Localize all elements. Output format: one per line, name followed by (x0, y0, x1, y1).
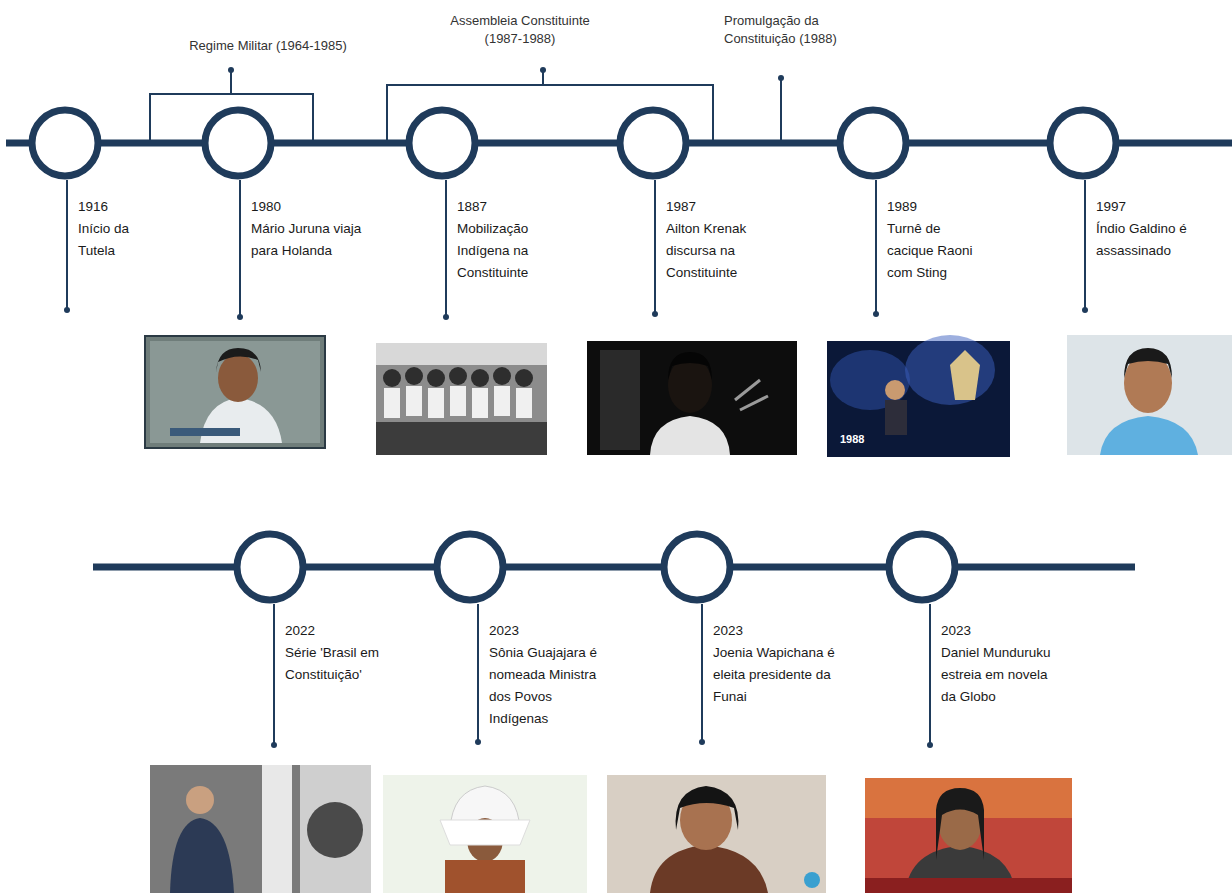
event-year: 2023 (489, 620, 605, 642)
timeline-circle: 1887Mobilização Indígena na Constituinte (405, 106, 479, 180)
event-text: 1997Índio Galdino é assassinado (1096, 196, 1190, 262)
event-description: Série 'Brasil em Constituição' (285, 642, 395, 686)
timeline-circle: 1989Turnê de cacique Raoni com Sting (836, 106, 910, 180)
event-text: 2023Daniel Munduruku estreia em novela d… (941, 620, 1059, 708)
event-text: 1980Mário Juruna viaja para Holanda (251, 196, 379, 262)
circle-outline (660, 530, 734, 604)
event-year: 1987 (666, 196, 758, 218)
event-text: 1987Ailton Krenak discursa na Constituin… (666, 196, 758, 284)
event-description: Daniel Munduruku estreia em novela da Gl… (941, 642, 1059, 708)
circle-outline (885, 530, 959, 604)
event-text: 2023Sônia Guajajara é nomeada Ministra d… (489, 620, 605, 730)
photo (383, 775, 587, 893)
timeline-segment (506, 564, 661, 571)
photo (607, 775, 826, 893)
circle-outline (433, 530, 507, 604)
circle-outline (405, 106, 479, 180)
timeline-segment (689, 140, 837, 147)
bracket-stem (780, 79, 782, 143)
timeline-circle: 1980Mário Juruna viaja para Holanda (201, 106, 275, 180)
event-year: 1887 (457, 196, 543, 218)
timeline-end (1118, 140, 1232, 147)
photo (587, 341, 797, 455)
event-text: 1887Mobilização Indígena na Constituinte (457, 196, 543, 284)
photo (827, 335, 1010, 457)
event-year: 2022 (285, 620, 395, 642)
timeline-circle: 2023Daniel Munduruku estreia em novela d… (885, 530, 959, 604)
stem-dot (778, 75, 784, 81)
event-description: Índio Galdino é assassinado (1096, 218, 1190, 262)
event-year: 2023 (941, 620, 1059, 642)
stem-dot (228, 67, 234, 73)
bracket-stem (230, 71, 232, 94)
bracket-stem (542, 71, 544, 85)
photo (1067, 335, 1232, 455)
timeline-end (93, 564, 235, 571)
event-text: 1916Início da Tutela (78, 196, 150, 262)
event-description: Sônia Guajajara é nomeada Ministra dos P… (489, 642, 605, 730)
photo (145, 336, 325, 448)
timeline-segment (909, 140, 1047, 147)
photo-caption: 1988 (840, 430, 890, 448)
timeline-segment (733, 564, 886, 571)
event-year: 1916 (78, 196, 150, 218)
circle-outline (28, 106, 102, 180)
circle-outline (201, 106, 275, 180)
photo (865, 778, 1072, 893)
circle-outline (1046, 106, 1120, 180)
event-label: Promulgação da Constituição (1988) (724, 12, 856, 48)
timeline-end (6, 140, 30, 147)
timeline-circle: 2023Joenia Wapichana é eleita presidente… (660, 530, 734, 604)
timeline-circle: 2023Sônia Guajajara é nomeada Ministra d… (433, 530, 507, 604)
event-year: 2023 (713, 620, 835, 642)
event-text: 1989Turnê de cacique Raoni com Sting (887, 196, 979, 284)
event-description: Mário Juruna viaja para Holanda (251, 218, 379, 262)
timeline-segment (101, 140, 202, 147)
timeline-circle: 1916Início da Tutela (28, 106, 102, 180)
event-description: Mobilização Indígena na Constituinte (457, 218, 543, 284)
event-description: Joenia Wapichana é eleita presidente da … (713, 642, 835, 708)
timeline-end (957, 564, 1135, 571)
event-year: 1989 (887, 196, 979, 218)
photo (150, 765, 371, 893)
timeline-segment (274, 140, 406, 147)
stem-dot (540, 67, 546, 73)
timeline-segment (478, 140, 617, 147)
circle-outline (233, 530, 307, 604)
timeline-segment (306, 564, 434, 571)
event-description: Turnê de cacique Raoni com Sting (887, 218, 979, 284)
circle-outline (836, 106, 910, 180)
timeline-circle: 2022Série 'Brasil em Constituição' (233, 530, 307, 604)
event-description: Início da Tutela (78, 218, 150, 262)
period-label: Regime Militar (1964-1985) (178, 37, 358, 55)
period-label: Assembleia Constituinte (1987-1988) (440, 12, 600, 48)
photo (376, 343, 547, 455)
timeline-circle: 1997Índio Galdino é assassinado (1046, 106, 1120, 180)
event-year: 1997 (1096, 196, 1190, 218)
event-year: 1980 (251, 196, 379, 218)
circle-outline (616, 106, 690, 180)
event-description: Ailton Krenak discursa na Constituinte (666, 218, 758, 284)
event-text: 2023Joenia Wapichana é eleita presidente… (713, 620, 835, 708)
event-text: 2022Série 'Brasil em Constituição' (285, 620, 395, 686)
timeline-circle: 1987Ailton Krenak discursa na Constituin… (616, 106, 690, 180)
